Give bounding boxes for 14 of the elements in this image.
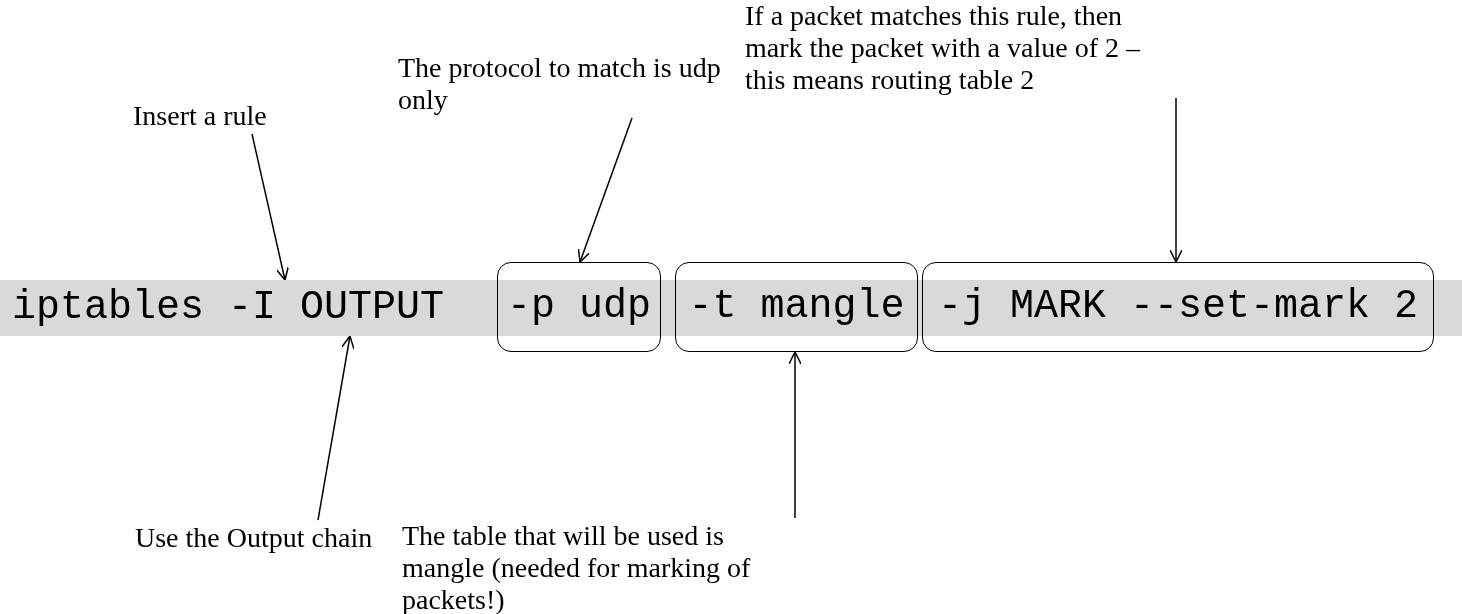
arrow [317,335,355,521]
arrow [788,351,802,519]
option-box: -p udp [497,262,661,352]
note-text: If a packet matches this rule, then mark the packet with a value of 2 – this means routing table 2 [745,0,1185,96]
option-box: -j MARK --set-mark 2 [922,262,1434,352]
command-text: iptables -I OUTPUT [12,284,445,332]
command-band [0,280,1462,336]
note-text: The protocol to match is udp only [398,52,738,116]
option-box: -t mangle [675,262,918,352]
note-text: Use the Output chain [135,522,385,554]
arrow [251,133,289,281]
arrow [1169,97,1183,263]
note-text: Insert a rule [133,100,353,132]
arrow [577,117,633,263]
